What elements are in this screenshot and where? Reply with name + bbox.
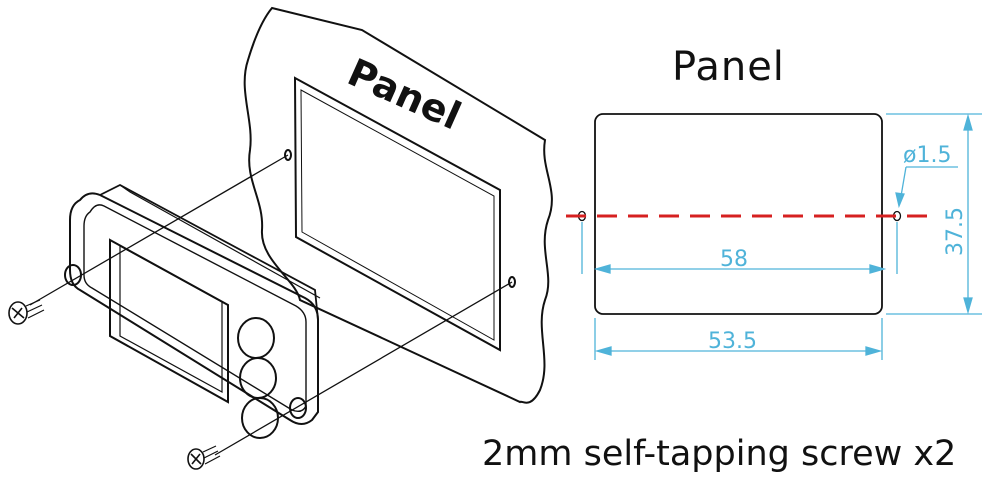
panel-cutout (293, 76, 501, 352)
device-bezel (69, 192, 319, 425)
dim-cutout-height: 37.5 (943, 207, 968, 256)
screw-caption: 2mm self-tapping screw x2 (482, 434, 957, 474)
device-button-2 (239, 357, 277, 399)
bezel-hole-left (64, 264, 82, 286)
device-display (109, 238, 229, 404)
dim-hole-spacing: 58 (720, 247, 748, 272)
device-button-1 (237, 317, 275, 359)
screw-alignment-lines (29, 154, 513, 456)
dim-cutout-width: 53.5 (708, 329, 757, 354)
cutout-rect (594, 113, 883, 315)
panel-3d-label: Panel (341, 50, 467, 138)
dim-hole-diameter: ø1.5 (903, 143, 951, 168)
screw-left (8, 299, 45, 325)
panel-3d-view (243, 6, 553, 404)
panel-hole-bottom (508, 276, 516, 288)
panel-title: Panel (672, 44, 785, 90)
cutout-drawing (566, 113, 935, 315)
bezel-hole-right (289, 397, 307, 419)
screw-right (187, 445, 221, 470)
device-3d (64, 183, 321, 439)
device-button-3 (241, 397, 279, 439)
panel-sheet (243, 6, 553, 404)
dimension-lines (581, 113, 982, 360)
panel-hole-top (284, 149, 292, 161)
